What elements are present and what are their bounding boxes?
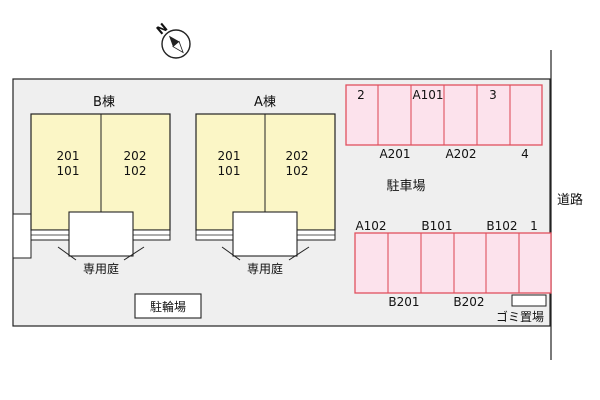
- parking-label-a102: A102: [355, 219, 386, 233]
- building-a-entrance: [232, 211, 298, 257]
- north-compass-icon: N: [154, 20, 191, 59]
- garbage-label: ゴミ置場: [496, 309, 544, 324]
- garbage-area: [511, 294, 547, 307]
- parking-label-b101: B101: [421, 219, 452, 233]
- parking-label-4: 4: [521, 147, 529, 161]
- b-unit-101: 101: [57, 164, 80, 178]
- a-unit-202: 202: [286, 149, 309, 163]
- parking-label-a201: A201: [379, 147, 410, 161]
- parking-label-a101: A101: [412, 88, 443, 102]
- b-unit-202: 202: [124, 149, 147, 163]
- parking-lower-area: [354, 232, 552, 294]
- road-label: 道路: [557, 192, 583, 208]
- parking-label-b202: B202: [453, 295, 484, 309]
- building-a: A棟 201 101 202 102: [195, 95, 336, 257]
- parking-label-a202: A202: [445, 147, 476, 161]
- a-unit-102: 102: [286, 164, 309, 178]
- b-unit-102: 102: [124, 164, 147, 178]
- b-unit-201: 201: [57, 149, 80, 163]
- b-private-garden-label: 専用庭: [83, 261, 119, 276]
- building-b-name: B棟: [93, 95, 115, 110]
- parking-label-3: 3: [489, 88, 497, 102]
- walkway-left: [12, 213, 32, 259]
- parking-label-b102: B102: [486, 219, 517, 233]
- bicycle-parking: [134, 293, 202, 319]
- parking-lot-label: 駐車場: [386, 179, 425, 194]
- building-b-entrance: [68, 211, 134, 257]
- bicycle-parking-label: 駐輪場: [150, 299, 186, 314]
- a-private-garden-label: 専用庭: [247, 261, 283, 276]
- a-unit-101: 101: [218, 164, 241, 178]
- building-a-name: A棟: [254, 95, 276, 110]
- parking-upper-row: 2 A101 3: [345, 84, 543, 146]
- parking-label-2: 2: [357, 88, 365, 102]
- parking-label-b201: B201: [388, 295, 419, 309]
- parking-lower-row: [354, 232, 552, 294]
- a-unit-201: 201: [218, 149, 241, 163]
- parking-label-1: 1: [530, 219, 538, 233]
- building-b: B棟 201 101 202 102: [30, 95, 171, 257]
